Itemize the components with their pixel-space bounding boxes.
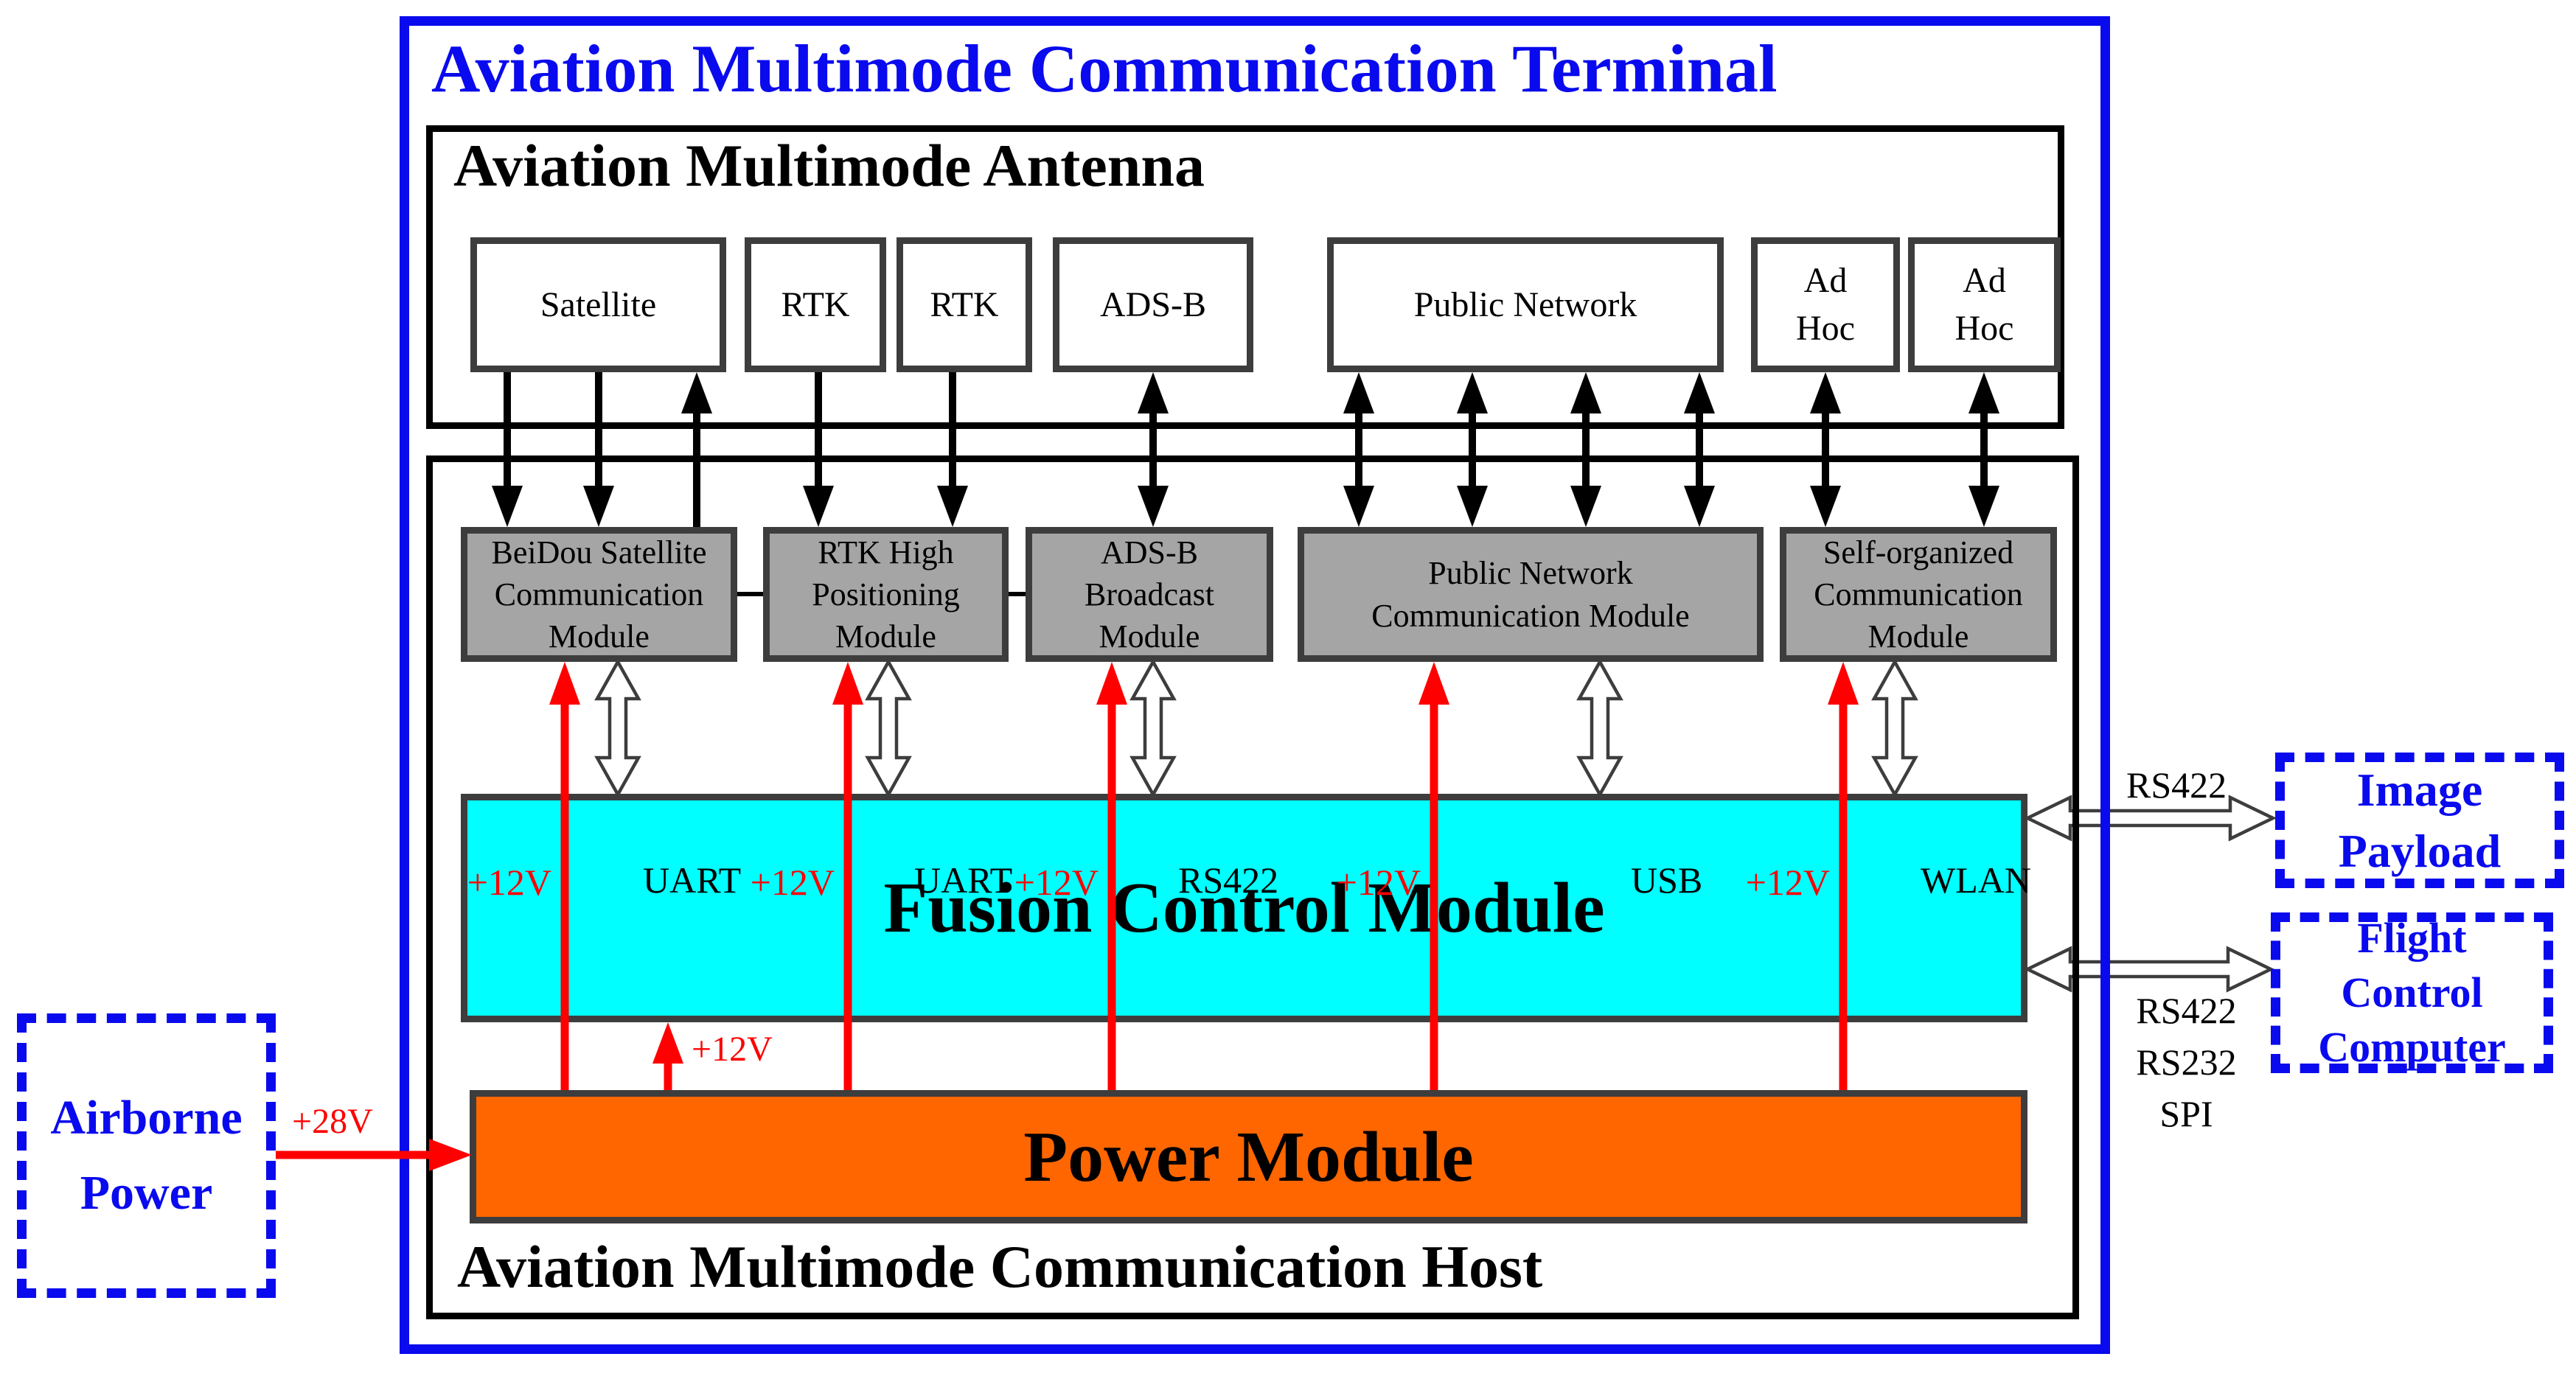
- v12-fusion-arrowhead: [652, 1022, 683, 1064]
- image-payload-box: Image Payload: [2275, 753, 2564, 888]
- flight-control-computer-box: Flight Control Computer: [2271, 912, 2553, 1073]
- fusion-control-module: Fusion Control Module: [461, 794, 2027, 1022]
- v28-arrowhead: [429, 1139, 472, 1171]
- arrowhead-up: [1684, 372, 1715, 413]
- antenna-box-adhoc-2: Ad Hoc: [1908, 237, 2061, 372]
- module-adsb: ADS-B Broadcast Module: [1026, 527, 1273, 662]
- rs422-image-payload-label: RS422: [2126, 764, 2227, 806]
- arrowhead-down: [583, 486, 614, 527]
- arrowhead-up: [1138, 372, 1169, 413]
- antenna-box-adsb: ADS-B: [1053, 237, 1253, 372]
- flight-bus-label: RS422 RS232 SPI: [2136, 990, 2237, 1134]
- host-section-title: Aviation Multimode Communication Host: [457, 1233, 1543, 1300]
- arrowhead-down: [492, 486, 523, 527]
- terminal-title: Aviation Multimode Communication Termina…: [431, 31, 1778, 106]
- antenna-box-rtk-1: RTK: [745, 237, 886, 372]
- module-public-network: Public Network Communication Module: [1298, 527, 1764, 662]
- bus-label-rs422: RS422: [1178, 859, 1279, 901]
- antenna-box-rtk-2: RTK: [897, 237, 1032, 372]
- arrowhead-down: [1968, 486, 1999, 527]
- arrowhead-up: [681, 372, 712, 413]
- v12-arrowhead: [549, 662, 580, 705]
- v12-arrowhead: [1828, 662, 1859, 705]
- bus-label-uart-1: UART: [643, 859, 742, 901]
- arrowhead-up: [1343, 372, 1374, 413]
- bus-hollow-arrow: [594, 658, 641, 798]
- bus-hollow-arrow: [1129, 658, 1177, 798]
- bus-hollow-arrow: [1871, 658, 1918, 798]
- arrowhead-down: [1343, 486, 1374, 527]
- bus-hollow-arrow: [1576, 658, 1623, 798]
- arrowhead-down: [1570, 486, 1601, 527]
- v12-label-fusion: +12V: [692, 1030, 773, 1069]
- v12-label-2: +12V: [750, 862, 835, 903]
- module-self-organized: Self-organized Communication Module: [1780, 527, 2057, 662]
- v12-arrowhead: [1096, 662, 1127, 705]
- power-module: Power Module: [470, 1090, 2027, 1223]
- arrowhead-up: [1457, 372, 1488, 413]
- arrowhead-down: [937, 486, 968, 527]
- bus-label-wlan: WLAN: [1921, 859, 2031, 901]
- v12-label-3: +12V: [1014, 862, 1099, 903]
- module-beidou: BeiDou Satellite Communication Module: [461, 527, 737, 662]
- arrowhead-up: [1570, 372, 1601, 413]
- rs422-image-payload-arrow: [2023, 795, 2277, 842]
- arrowhead-up: [1810, 372, 1841, 413]
- arrowhead-down: [1457, 486, 1488, 527]
- antenna-box-adhoc-1: Ad Hoc: [1751, 237, 1900, 372]
- v28-label: +28V: [292, 1102, 373, 1141]
- bus-label-uart-2: UART: [914, 859, 1013, 901]
- host-section: [426, 455, 2079, 1319]
- antenna-section: [426, 125, 2064, 429]
- bus-hollow-arrow: [865, 658, 912, 798]
- airborne-power-box: Airborne Power: [17, 1013, 276, 1298]
- antenna-section-title: Aviation Multimode Antenna: [453, 132, 1205, 199]
- v12-label-5: +12V: [1745, 862, 1830, 903]
- arrowhead-down: [1684, 486, 1715, 527]
- terminal-outline: [400, 16, 2110, 1354]
- v12-arrowhead: [1418, 662, 1449, 705]
- arrowhead-up: [1968, 372, 1999, 413]
- bus-label-usb: USB: [1631, 859, 1703, 901]
- module-rtk: RTK High Positioning Module: [763, 527, 1009, 662]
- antenna-box-public-network: Public Network: [1327, 237, 1724, 372]
- v12-arrowhead: [832, 662, 863, 705]
- v12-label-4: +12V: [1336, 862, 1421, 903]
- arrowhead-down: [1138, 486, 1169, 527]
- arrowhead-down: [803, 486, 834, 527]
- antenna-box-satellite: Satellite: [470, 237, 726, 372]
- v12-label-1: +12V: [467, 862, 551, 903]
- arrowhead-down: [1810, 486, 1841, 527]
